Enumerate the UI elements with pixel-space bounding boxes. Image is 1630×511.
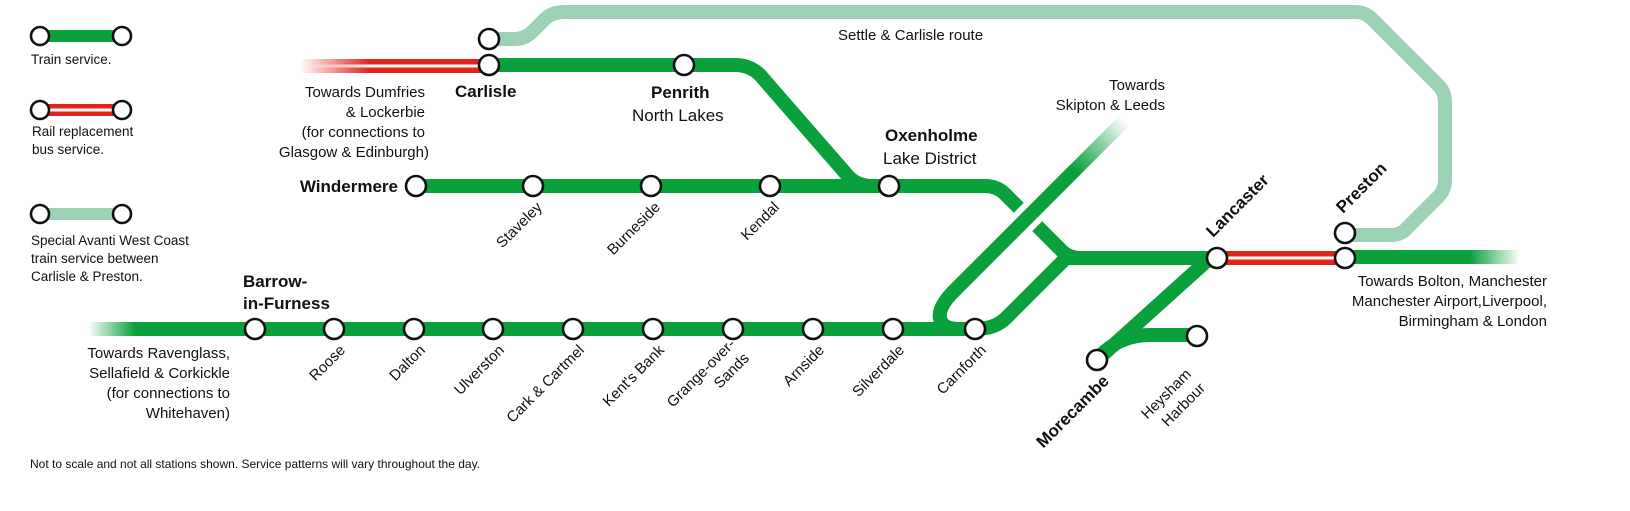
stations xyxy=(243,27,1357,372)
label-oxenholme-sub: Lake District xyxy=(883,149,977,168)
legend-station-icon xyxy=(29,203,51,225)
settle-carlisle-route-line xyxy=(489,5,1452,242)
bolton-note: Towards Bolton, Manchester Manchester Ai… xyxy=(1352,273,1547,330)
legend-station-icon xyxy=(29,25,51,47)
legend-bus-label: Rail replacement xyxy=(32,124,134,139)
station-heysham[interactable] xyxy=(1185,324,1209,348)
label-penrith: Penrith xyxy=(651,83,710,102)
note-line: Manchester Airport,Liverpool, xyxy=(1352,293,1547,310)
label-windermere: Windermere xyxy=(300,177,398,196)
label-dalton: Dalton xyxy=(386,342,429,385)
label-preston: Preston xyxy=(1332,159,1390,217)
station-kentsbank[interactable] xyxy=(641,317,665,341)
note-line: Sellafield & Corkickle xyxy=(89,365,230,382)
note-line: Towards Bolton, Manchester xyxy=(1358,273,1547,290)
station-lancaster[interactable] xyxy=(1205,246,1229,270)
station-grange[interactable] xyxy=(721,317,745,341)
station-preston[interactable] xyxy=(1333,246,1357,270)
station-penrith[interactable] xyxy=(672,53,696,77)
dumfries-note: Towards Dumfries & Lockerbie (for connec… xyxy=(279,84,429,161)
legend-special-label: Carlisle & Preston. xyxy=(31,269,143,284)
legend-station-icon xyxy=(111,99,133,121)
legend-special-label: train service between xyxy=(31,251,159,266)
station-oxenholme[interactable] xyxy=(877,174,901,198)
station-carnforth[interactable] xyxy=(963,317,987,341)
note-line: Glasgow & Edinburgh) xyxy=(279,144,429,161)
label-carlisle: Carlisle xyxy=(455,82,516,101)
label-staveley: Staveley xyxy=(493,198,546,251)
legend-station-icon xyxy=(111,203,133,225)
note-line: & Lockerbie xyxy=(346,104,425,121)
note-line: (for connections to xyxy=(107,385,230,402)
settle-carlisle-label: Settle & Carlisle route xyxy=(838,27,983,44)
label-oxenholme: Oxenholme xyxy=(885,126,978,145)
footnote: Not to scale and not all stations shown.… xyxy=(30,457,480,471)
station-kendal[interactable] xyxy=(758,174,782,198)
label-silverdale: Silverdale xyxy=(849,342,908,401)
label-kendal: Kendal xyxy=(738,199,783,244)
station-carlisle-special[interactable] xyxy=(477,27,501,51)
station-roose[interactable] xyxy=(322,317,346,341)
station-burneside[interactable] xyxy=(639,174,663,198)
legend-station-icon xyxy=(29,99,51,121)
label-ulverston: Ulverston xyxy=(451,342,508,399)
note-line: Birmingham & London xyxy=(1399,313,1547,330)
label-barrow: Barrow- xyxy=(243,272,307,291)
note-line: Towards xyxy=(1109,77,1165,94)
label-cark: Cark & Cartmel xyxy=(503,342,588,427)
station-carlisle[interactable] xyxy=(477,53,501,77)
label-barrow-sub: in-Furness xyxy=(243,294,330,313)
station-preston-special[interactable] xyxy=(1333,221,1357,245)
station-arnside[interactable] xyxy=(801,317,825,341)
station-staveley[interactable] xyxy=(521,174,545,198)
station-silverdale[interactable] xyxy=(881,317,905,341)
skipton-note: Towards Skipton & Leeds xyxy=(1056,77,1165,114)
label-lancaster: Lancaster xyxy=(1202,170,1273,241)
legend-train-label: Train service. xyxy=(31,52,112,67)
station-morecambe[interactable] xyxy=(1085,348,1109,372)
label-kentsbank: Kent's Bank xyxy=(600,341,669,410)
legend: Train service. Rail replacement bus serv… xyxy=(29,25,189,284)
station-barrow[interactable] xyxy=(243,317,267,341)
label-arnside: Arnside xyxy=(780,342,828,390)
note-line: Towards Dumfries xyxy=(305,84,425,101)
note-line: Whitehaven) xyxy=(146,405,230,422)
label-roose: Roose xyxy=(306,342,349,385)
label-carnforth: Carnforth xyxy=(934,342,990,398)
station-cark[interactable] xyxy=(561,317,585,341)
note-line: Towards Ravenglass, xyxy=(87,345,230,362)
station-ulverston[interactable] xyxy=(481,317,505,341)
label-burneside: Burneside xyxy=(604,199,664,259)
legend-station-icon xyxy=(111,25,133,47)
ravenglass-note: Towards Ravenglass, Sellafield & Corkick… xyxy=(87,345,230,422)
label-morecambe: Morecambe xyxy=(1033,371,1113,451)
note-line: (for connections to xyxy=(302,124,425,141)
legend-special-label: Special Avanti West Coast xyxy=(31,233,189,248)
station-windermere[interactable] xyxy=(404,174,428,198)
note-line: Skipton & Leeds xyxy=(1056,97,1165,114)
label-penrith-sub: North Lakes xyxy=(632,106,724,125)
legend-bus-label: bus service. xyxy=(32,142,104,157)
station-dalton[interactable] xyxy=(402,317,426,341)
